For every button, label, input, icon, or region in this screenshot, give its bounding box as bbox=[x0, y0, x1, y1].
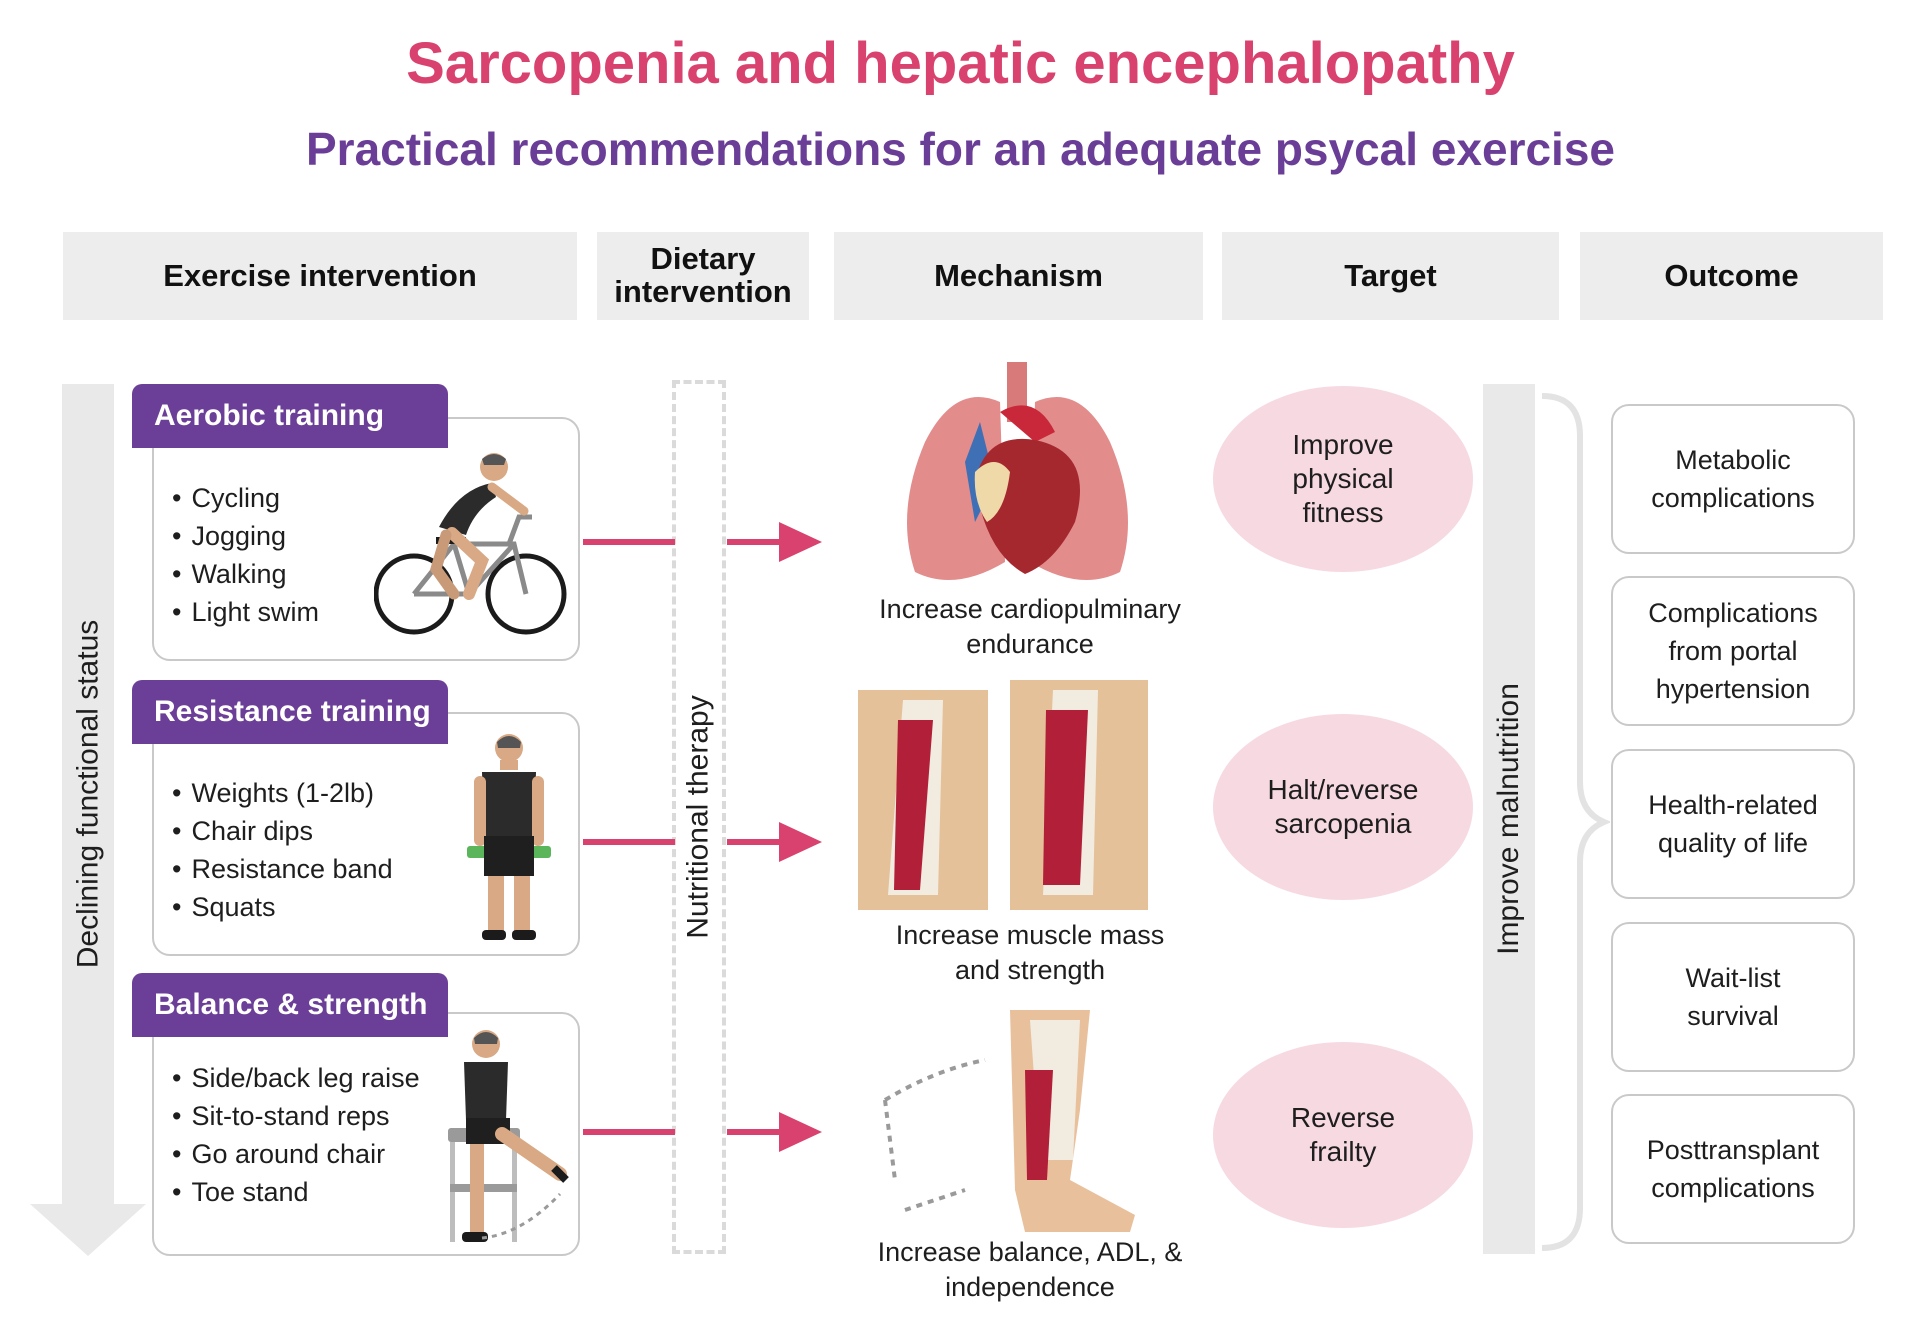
list-item: Resistance band bbox=[172, 850, 392, 888]
header-mechanism: Mechanism bbox=[834, 232, 1203, 320]
balance-tag: Balance & strength bbox=[132, 973, 448, 1037]
declining-status-label: Declining functional status bbox=[71, 619, 104, 969]
list-item: Cycling bbox=[172, 479, 319, 517]
outcome-box-1: Metabolic complications bbox=[1611, 404, 1855, 554]
aerobic-tag: Aerobic training bbox=[132, 384, 448, 448]
resistance-list: Weights (1-2lb) Chair dips Resistance ba… bbox=[172, 774, 393, 926]
heart-lungs-illustration bbox=[907, 362, 1128, 580]
page-subtitle: Practical recommendations for an adequat… bbox=[305, 123, 1616, 175]
resistance-card: Weights (1-2lb) Chair dips Resistance ba… bbox=[152, 712, 580, 956]
arm-muscle-illustration bbox=[858, 680, 1148, 910]
weightlifter-illustration bbox=[467, 734, 551, 940]
improve-malnutrition-bar: Improve malnutrition bbox=[1483, 384, 1535, 1254]
aerobic-list: Cycling Jogging Walking Light swim bbox=[172, 479, 319, 631]
bracket-icon bbox=[1541, 393, 1610, 1251]
list-item: Squats bbox=[172, 888, 393, 926]
outcome-box-2: Complications from portal hypertension bbox=[1611, 576, 1855, 726]
header-outcome: Outcome bbox=[1580, 232, 1883, 320]
nutritional-therapy-box bbox=[672, 380, 726, 1254]
mechanism-caption-2: Increase muscle mass and strength bbox=[895, 920, 1165, 985]
target-oval-1: Improve physical fitness bbox=[1213, 386, 1473, 572]
cyclist-illustration bbox=[374, 453, 567, 635]
target-oval-3: Reverse frailty bbox=[1213, 1042, 1473, 1228]
list-item: Side/back leg raise bbox=[172, 1059, 419, 1097]
improve-malnutrition-label: Improve malnutrition bbox=[1492, 683, 1525, 955]
list-item: Toe stand bbox=[172, 1173, 420, 1211]
list-item: Go around chair bbox=[172, 1135, 420, 1173]
mechanism-caption-1: Increase cardiopulminary endurance bbox=[879, 594, 1181, 659]
resistance-tag: Resistance training bbox=[132, 680, 448, 744]
balance-card: Side/back leg raise Sit-to-stand reps Go… bbox=[152, 1012, 580, 1256]
balance-list: Side/back leg raise Sit-to-stand reps Go… bbox=[172, 1059, 420, 1211]
down-arrow-icon bbox=[30, 1204, 146, 1256]
page-title: Sarcopenia and hepatic encephalopathy bbox=[406, 31, 1515, 96]
list-item: Chair dips bbox=[172, 812, 393, 850]
right-arrow-icon bbox=[779, 822, 822, 862]
leg-muscle-illustration bbox=[883, 1010, 1135, 1232]
right-arrow-icon bbox=[779, 1112, 822, 1152]
header-dietary: Dietary intervention bbox=[597, 232, 809, 320]
list-item: Walking bbox=[172, 555, 319, 593]
list-item: Light swim bbox=[172, 593, 319, 631]
outcome-box-4: Wait-list survival bbox=[1611, 922, 1855, 1072]
header-dietary-line1: Dietary bbox=[650, 241, 756, 277]
list-item: Jogging bbox=[172, 517, 319, 555]
right-arrow-icon bbox=[779, 522, 822, 562]
outcome-box-3: Health-related quality of life bbox=[1611, 749, 1855, 899]
list-item: Sit-to-stand reps bbox=[172, 1097, 420, 1135]
target-oval-2: Halt/reverse sarcopenia bbox=[1213, 714, 1473, 900]
mechanism-caption-3: Increase balance, ADL, & independence bbox=[877, 1237, 1183, 1302]
header-target: Target bbox=[1222, 232, 1559, 320]
chair-exercise-illustration bbox=[448, 1030, 569, 1242]
outcome-box-5: Posttransplant complications bbox=[1611, 1094, 1855, 1244]
aerobic-card: Cycling Jogging Walking Light swim bbox=[152, 417, 580, 661]
header-exercise: Exercise intervention bbox=[63, 232, 577, 320]
declining-status-arrow: Declining functional status bbox=[62, 384, 114, 1204]
header-dietary-line2: intervention bbox=[614, 274, 792, 309]
connector-arrows bbox=[583, 522, 822, 1152]
list-item: Weights (1-2lb) bbox=[172, 774, 393, 812]
